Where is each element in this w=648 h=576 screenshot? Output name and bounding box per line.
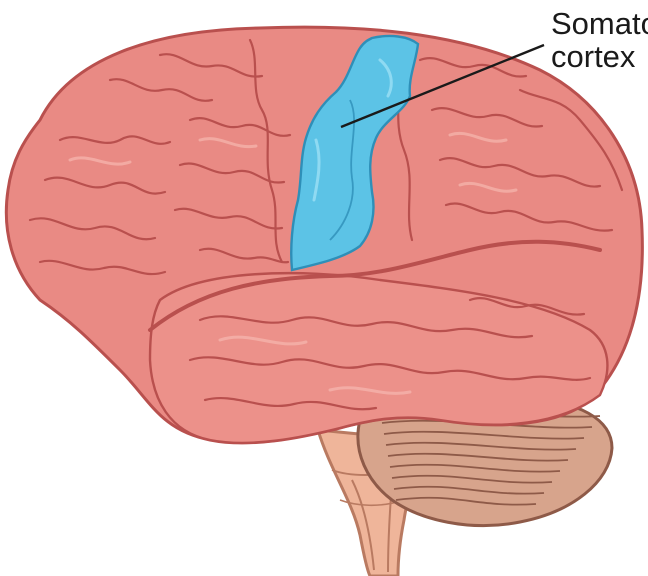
cerebellum-folium (395, 496, 537, 506)
cerebellum (356, 395, 614, 528)
cerebellum-folium (391, 474, 553, 484)
cerebellum-folium (385, 441, 577, 451)
label-somatosensory-line1: Somato (551, 6, 648, 41)
label-somatosensory-line2: cortex (551, 39, 636, 74)
cerebellum-folium (387, 452, 569, 462)
label-leader-line (340, 43, 545, 129)
cerebellum-folium (389, 463, 561, 473)
cerebellum-folium (393, 485, 545, 495)
somatosensory-cortex-region (290, 34, 420, 272)
cerebellum-folium (383, 430, 585, 440)
